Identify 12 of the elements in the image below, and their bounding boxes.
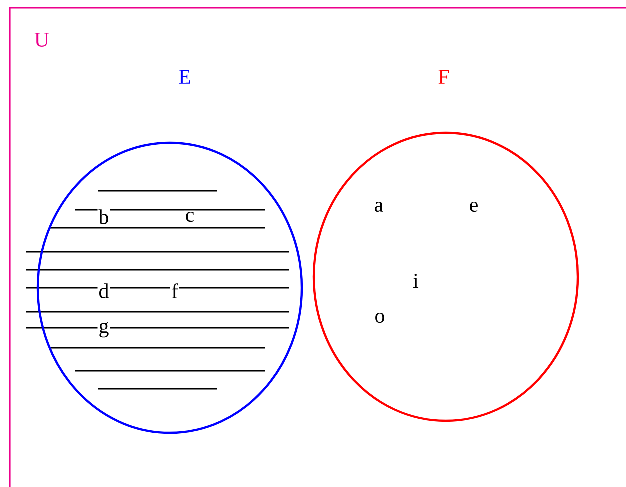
set-label: F xyxy=(437,69,451,85)
set-label: E xyxy=(178,69,192,85)
element-label: d xyxy=(98,282,110,300)
element-label: a xyxy=(373,200,385,214)
set-label: U xyxy=(33,32,51,48)
element-label: e xyxy=(468,200,480,214)
element-label: o xyxy=(374,312,386,324)
element-label: b xyxy=(98,208,110,226)
element-label: g xyxy=(98,321,110,339)
element-label: c xyxy=(184,210,196,224)
element-label: f xyxy=(170,282,180,300)
element-label: i xyxy=(412,273,420,289)
